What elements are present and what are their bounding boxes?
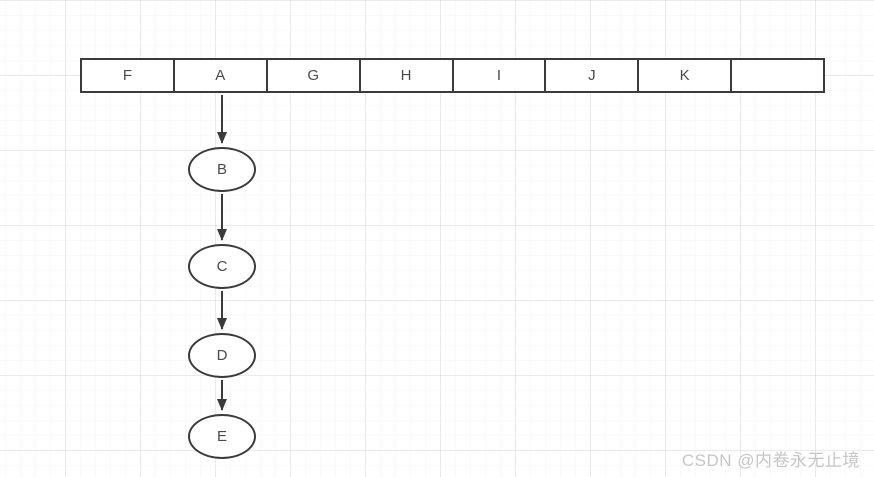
chain-node-e: E [188,414,256,459]
chain-node-b: B [188,147,256,192]
array-cell-g: G [265,58,361,93]
array-cell-j: J [544,58,640,93]
hash-array: F A G H I J K [80,58,825,93]
array-cell-h: H [358,58,454,93]
chain-node-d: D [188,333,256,378]
csdn-watermark: CSDN @内卷永无止境 [681,451,860,470]
array-cell-empty [730,58,825,93]
array-cell-k: K [637,58,733,93]
array-cell-a: A [172,58,268,93]
array-cell-f: F [80,58,175,93]
array-cell-i: I [451,58,547,93]
chain-node-c: C [188,244,256,289]
